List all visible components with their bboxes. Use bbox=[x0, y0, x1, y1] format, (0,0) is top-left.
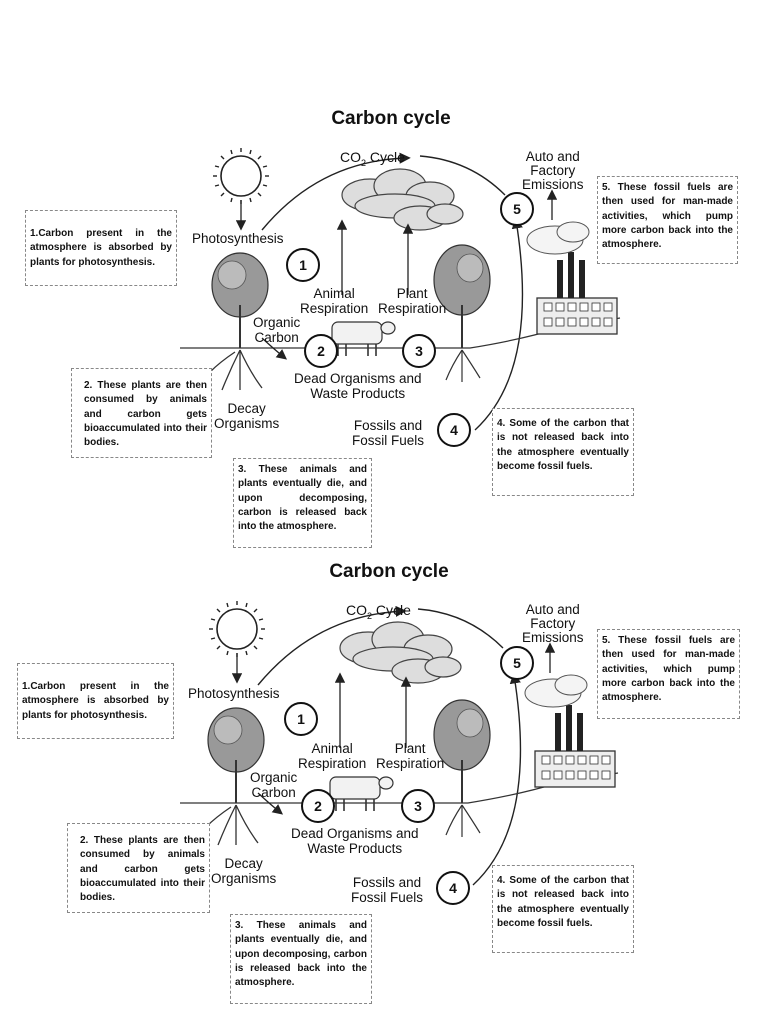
step-marker-4: 4 bbox=[437, 413, 471, 447]
carbon-cycle-illustration bbox=[180, 148, 621, 431]
decay-organisms-label: Decay Organisms bbox=[211, 856, 277, 886]
step-marker-1: 1 bbox=[286, 248, 320, 282]
step-marker-4: 4 bbox=[436, 871, 470, 905]
sun-icon bbox=[209, 601, 265, 657]
note-step-3: 3. These animals and plants eventually d… bbox=[230, 914, 372, 1004]
emissions-label: Auto and Factory Emissions bbox=[522, 602, 584, 645]
step-marker-2: 2 bbox=[301, 789, 335, 823]
step-marker-3: 3 bbox=[402, 334, 436, 368]
note-step-2: 2. These plants are then consumed by ani… bbox=[67, 823, 210, 913]
note-step-4: 4. Some of the carbon that is not releas… bbox=[492, 408, 634, 496]
step-marker-5: 5 bbox=[500, 192, 534, 226]
co2-cycle-label: CO2 Cycle bbox=[340, 149, 405, 168]
note-step-1: 1.Carbon present in the atmosphere is ab… bbox=[17, 663, 174, 739]
emissions-label: Auto and Factory Emissions bbox=[522, 149, 584, 192]
sun-icon bbox=[213, 148, 269, 204]
decay-organisms-label: Decay Organisms bbox=[214, 401, 280, 431]
organic-carbon-label: Organic Carbon bbox=[253, 315, 301, 345]
cow-icon bbox=[331, 321, 396, 356]
diagram-title: Carbon cycle bbox=[329, 561, 449, 582]
cow-icon bbox=[329, 776, 394, 811]
step-marker-2: 2 bbox=[304, 334, 338, 368]
photosynthesis-label: Photosynthesis bbox=[192, 231, 284, 246]
animal-respiration-label: Animal Respiration bbox=[298, 741, 367, 771]
dead-organisms-label: Dead Organisms and Waste Products bbox=[294, 371, 422, 401]
co2-cycle-label: CO2 Cycle bbox=[346, 602, 411, 621]
note-step-3: 3. These animals and plants eventually d… bbox=[233, 458, 372, 548]
tree-icon bbox=[209, 252, 269, 391]
plant-respiration-label: Plant Respiration bbox=[378, 286, 447, 316]
fossils-label: Fossils and Fossil Fuels bbox=[352, 418, 425, 448]
note-step-4: 4. Some of the carbon that is not releas… bbox=[492, 865, 634, 953]
note-step-1: 1.Carbon present in the atmosphere is ab… bbox=[25, 210, 177, 286]
diagram-panel-top: Carbon cycle CO2 Cycle Photosynthesis An… bbox=[0, 100, 768, 550]
factory-icon bbox=[526, 221, 618, 335]
note-step-5: 5. These fossil fuels are then used for … bbox=[597, 629, 740, 719]
carbon-cycle-illustration bbox=[180, 601, 619, 886]
cloud-icon bbox=[341, 168, 464, 231]
step-marker-1: 1 bbox=[284, 702, 318, 736]
plant-respiration-label: Plant Respiration bbox=[376, 741, 445, 771]
dead-organisms-label: Dead Organisms and Waste Products bbox=[291, 826, 419, 856]
step-marker-3: 3 bbox=[401, 789, 435, 823]
organic-carbon-label: Organic Carbon bbox=[250, 770, 298, 800]
tree-icon bbox=[433, 244, 491, 382]
animal-respiration-label: Animal Respiration bbox=[300, 286, 369, 316]
step-marker-5: 5 bbox=[500, 646, 534, 680]
note-step-2: 2. These plants are then consumed by ani… bbox=[71, 368, 212, 458]
fossils-label: Fossils and Fossil Fuels bbox=[351, 875, 424, 905]
diagram-title: Carbon cycle bbox=[331, 108, 451, 129]
note-step-5: 5. These fossil fuels are then used for … bbox=[597, 176, 738, 264]
cloud-icon bbox=[339, 621, 462, 684]
diagram-panel-bottom: Carbon cycle CO2 Cycle Photosynthesis An… bbox=[0, 553, 768, 1004]
tree-icon bbox=[433, 699, 491, 837]
photosynthesis-label: Photosynthesis bbox=[188, 686, 280, 701]
factory-icon bbox=[524, 674, 616, 788]
